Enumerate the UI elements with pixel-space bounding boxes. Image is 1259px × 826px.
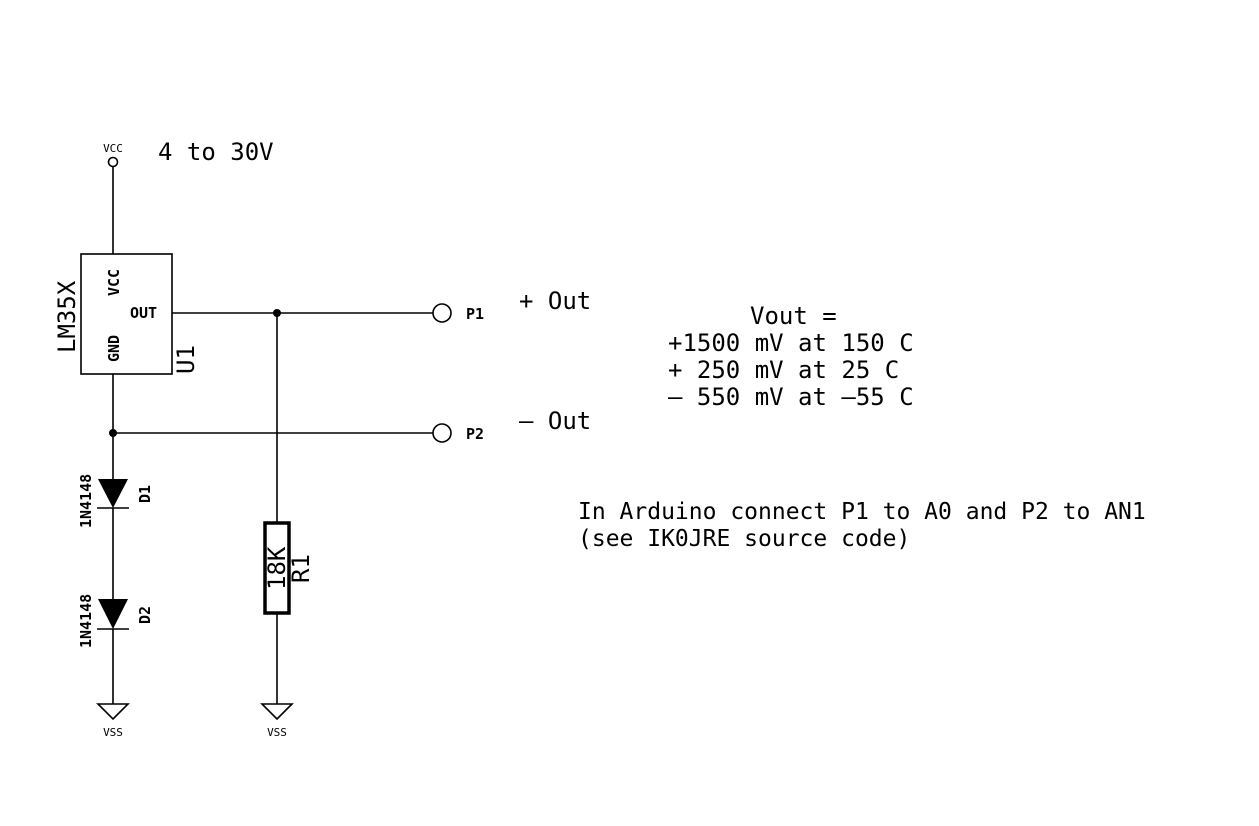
p2-ref: P2 (466, 425, 484, 443)
diode-icon (98, 479, 128, 508)
d2-diode: 1N4148 D2 (77, 594, 154, 648)
ground-icon (96, 703, 130, 721)
ground-net-label: VSS (103, 726, 123, 739)
vout-note: Vout = +1500 mV at 150 C + 250 mV at 25 … (668, 302, 914, 411)
supply-range-label: 4 to 30V (158, 138, 274, 166)
r1-resistor: 18K R1 (263, 521, 315, 615)
vcc-supply: VCC 4 to 30V (103, 138, 274, 168)
wires (109, 167, 433, 704)
note-line-2: (see IK0JRE source code) (578, 526, 910, 552)
u1-body (80, 253, 173, 375)
p1-ref: P1 (466, 305, 484, 323)
d2-value: 1N4148 (77, 594, 95, 648)
note-line-1: In Arduino connect P1 to A0 and P2 to AN… (578, 499, 1146, 525)
arduino-note: In Arduino connect P1 to A0 and P2 to AN… (578, 499, 1146, 552)
u1-pin-vcc: VCC (105, 269, 123, 296)
terminal-icon (432, 423, 452, 443)
terminal-icon (432, 303, 452, 323)
d1-value: 1N4148 (77, 474, 95, 528)
p1-label: + Out (519, 287, 591, 315)
d2-ref: D2 (136, 606, 154, 624)
p2-label: – Out (519, 407, 591, 435)
ground-left: VSS (96, 703, 130, 739)
ground-net-label: VSS (267, 726, 287, 739)
junction-dot (273, 309, 281, 317)
diode-icon (98, 599, 128, 629)
junction-dot (109, 429, 117, 437)
ground-right: VSS (260, 703, 294, 739)
vout-line: – 550 mV at –55 C (668, 383, 914, 411)
vout-line: +1500 mV at 150 C (668, 329, 914, 357)
d1-diode: 1N4148 D1 (77, 474, 154, 528)
d1-ref: D1 (136, 485, 154, 503)
vout-line: + 250 mV at 25 C (668, 356, 899, 384)
u1-lm35: VCC GND OUT LM35X U1 (53, 253, 200, 375)
u1-pin-gnd: GND (105, 335, 123, 362)
resistor-icon (263, 521, 291, 615)
r1-ref: R1 (287, 554, 315, 583)
ground-icon (260, 703, 294, 721)
u1-ref-label: U1 (172, 345, 200, 374)
p2-terminal: P2 – Out (432, 407, 591, 443)
p1-terminal: P1 + Out (432, 287, 591, 323)
vcc-terminal-icon (107, 156, 119, 168)
u1-part-label: LM35X (53, 280, 81, 353)
u1-pin-out: OUT (130, 304, 157, 322)
vcc-net-label: VCC (103, 142, 123, 155)
r1-value: 18K (263, 546, 291, 590)
vout-title: Vout = (750, 302, 837, 330)
